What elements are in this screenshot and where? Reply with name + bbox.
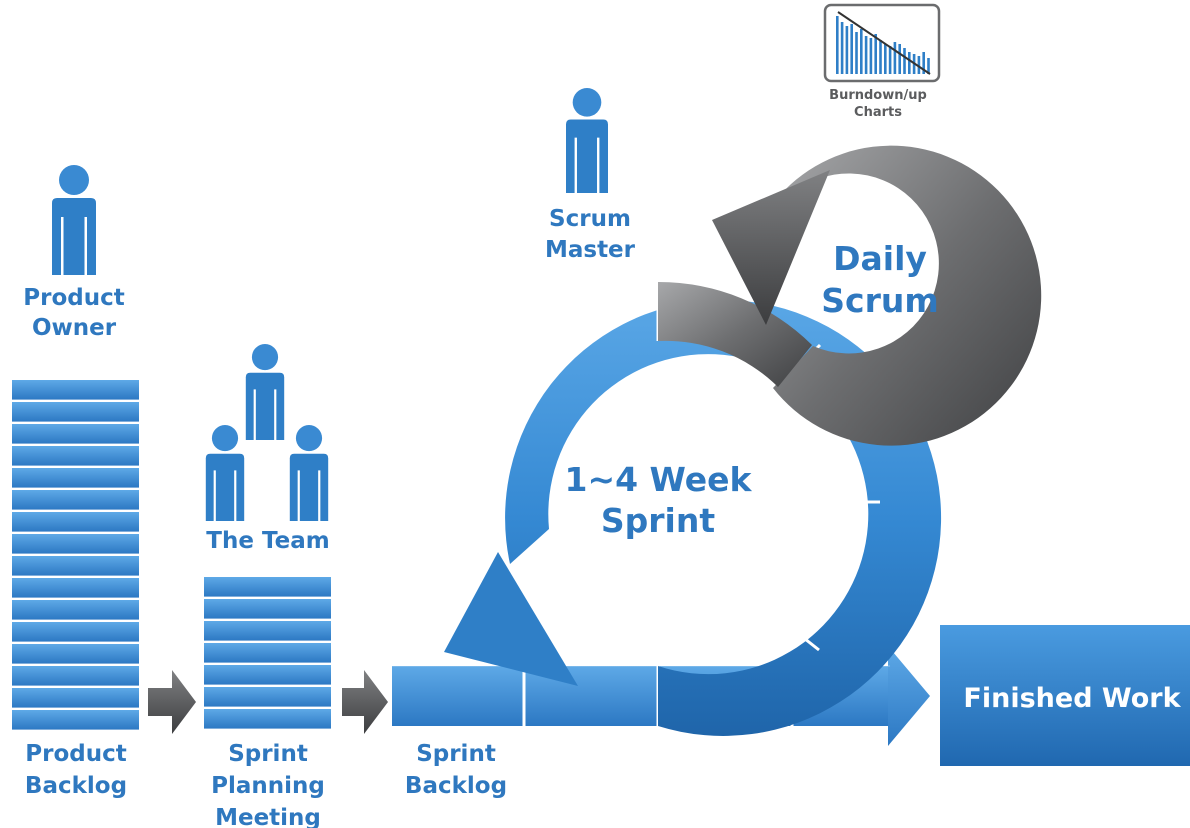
planning-item [204,599,331,619]
backlog-item [12,710,139,730]
daily-scrum-overlap [658,281,812,387]
person-icon [205,425,245,521]
backlog-item [12,468,139,488]
backlog-item [12,644,139,664]
backlog-item [12,622,139,642]
sprint-cycle-label-line1: 1~4 Week [565,460,753,499]
sprint-ring-arrowhead [444,552,578,686]
chart-bar [869,38,873,74]
daily-scrum-label-line2: Scrum [821,281,938,320]
sprint-planning-stack [204,577,331,729]
chart-bar [884,44,887,74]
finished-work-label: Finished Work [963,683,1181,714]
burndown-chart-bars [836,16,930,74]
sprint-backlog-label: Sprint Backlog [405,741,507,799]
backlog-item [12,380,139,400]
sprint-planning-label: Sprint Planning Meeting [211,741,325,828]
chart-bar [860,29,863,74]
chart-bar [927,58,930,74]
backlog-item [12,600,139,620]
sprint-backlog-label-line1: Sprint [416,741,496,767]
scrum-master-label-line2: Master [545,237,636,263]
chart-bar [850,24,853,74]
backlog-item [12,490,139,510]
person-icon [566,88,608,193]
product-backlog-label-line2: Backlog [25,773,127,799]
product-backlog-label: Product Backlog [25,741,127,799]
chart-bar [888,46,892,74]
backlog-item [12,512,139,532]
finished-work-box: Finished Work [940,625,1190,766]
product-backlog-stack [12,380,139,730]
team-icon [205,344,329,521]
burndown-chart-label-line2: Charts [854,105,902,120]
sprint-cycle-label-line2: Sprint [601,501,715,540]
planning-item [204,621,331,641]
backlog-item [12,556,139,576]
sprint-planning-label-line2: Planning [211,773,325,799]
daily-scrum-label-line1: Daily [833,239,927,278]
person-icon [52,165,96,275]
product-owner-label-line2: Owner [32,315,117,341]
backlog-item [12,402,139,422]
daily-scrum-loop: Daily Scrum [658,145,1042,446]
backlog-item [12,666,139,686]
planning-item [204,687,331,707]
planning-item [204,577,331,597]
backlog-item [12,578,139,598]
chart-bar [879,40,882,74]
backlog-item [12,424,139,444]
planning-item [204,709,331,729]
backlog-item [12,446,139,466]
chart-bar [917,56,921,74]
chart-bar [840,22,844,74]
chart-bar [874,34,877,74]
burndown-chart-label-line1: Burndown/up [829,88,927,103]
backlog-item [12,534,139,554]
backlog-item [12,688,139,708]
arrow-right-icon [148,670,196,734]
arrow-right-icon [342,670,388,734]
chart-bar [845,26,849,74]
product-owner-label-line1: Product [23,285,124,311]
sprint-planning-label-line1: Sprint [228,741,308,767]
chart-bar [864,36,868,74]
burndown-trend-line [837,11,931,75]
chart-bar [908,52,911,74]
burndown-chart-icon [823,3,941,83]
product-backlog-label-line1: Product [25,741,126,767]
scrum-master-label-line1: Scrum [549,206,631,232]
sprint-backlog-label-line2: Backlog [405,773,507,799]
scrum-master-group: Scrum Master [545,88,636,263]
sprint-planning-label-line3: Meeting [215,805,321,828]
chart-bar [903,48,906,74]
team-label: The Team [206,528,329,554]
chart-bar [855,32,858,74]
arrow-right-icon [888,646,930,746]
person-icon [245,344,285,440]
daily-scrum-ring [773,145,1042,446]
chart-bar [836,16,839,74]
product-owner-group: Product Owner [23,165,125,341]
daily-scrum-arrowhead [712,170,830,325]
chart-bar [893,42,897,74]
chart-bar [922,52,925,74]
planning-item [204,665,331,685]
planning-item [204,643,331,663]
person-icon [289,425,329,521]
chart-bar [898,44,901,74]
